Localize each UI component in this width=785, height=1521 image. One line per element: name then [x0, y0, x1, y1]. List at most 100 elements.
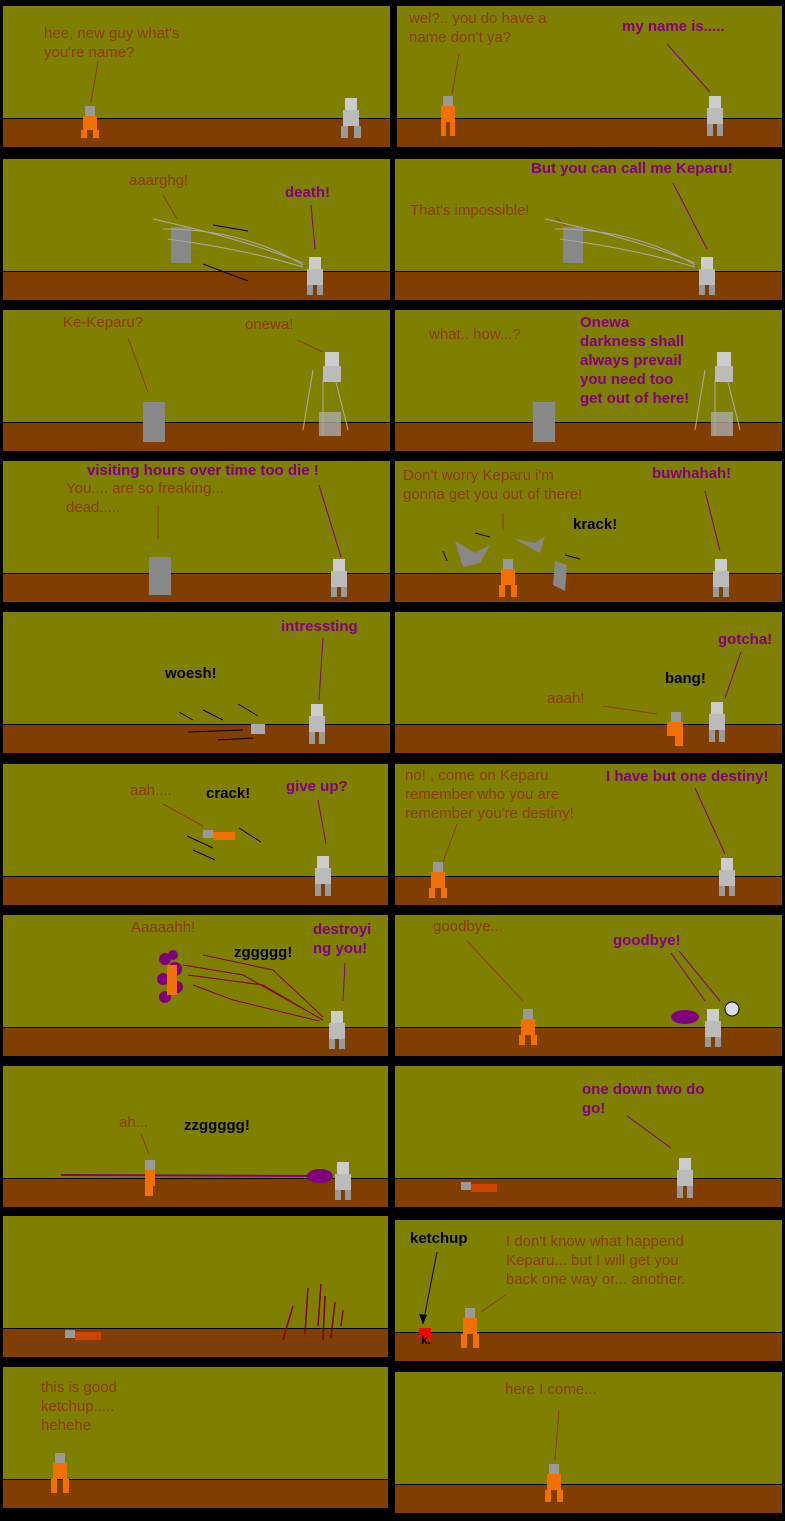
ground	[3, 1027, 388, 1056]
speech-text: visiting hours over time too die !	[87, 462, 319, 479]
orange-character	[667, 712, 683, 746]
speech-text: aaarghg!	[129, 172, 189, 189]
comic-panel-1: hee, new guy what's you're name?	[3, 6, 390, 147]
panel-art	[602, 651, 742, 746]
speech-text: goodbye!	[613, 932, 681, 949]
orange-character	[545, 1464, 563, 1502]
speech-text: aaah!	[547, 690, 585, 707]
panel-art	[127, 337, 349, 442]
speech-text: Ke-Keparu?	[63, 314, 144, 331]
comic-panel-19: this is good ketchup..... hehehe	[3, 1367, 388, 1508]
ground	[395, 1332, 782, 1361]
speech-text: You.... are so freaking... dead.....	[66, 480, 224, 516]
panel-art	[466, 940, 740, 1047]
panel-art: k.	[419, 1251, 508, 1348]
comic-panel-14: goodbye... goodbye!	[395, 915, 782, 1056]
speech-text: here I come...	[505, 1381, 597, 1398]
sound-effect: krack!	[573, 516, 618, 533]
orange-character	[65, 1330, 101, 1340]
orange-character	[441, 96, 455, 136]
gray-character	[713, 559, 729, 597]
tombstone	[143, 402, 165, 442]
panel-art	[157, 950, 346, 1049]
orange-character	[461, 1308, 479, 1348]
purple-blast	[671, 1010, 699, 1024]
tombstone	[171, 227, 191, 263]
comic-panel-20: here I come...	[395, 1372, 782, 1513]
sound-effect: woesh!	[165, 665, 217, 682]
panel-art	[152, 194, 323, 295]
gray-character	[335, 1162, 351, 1200]
panel-art	[442, 490, 729, 597]
speech-text: my name is.....	[622, 18, 725, 35]
gray-character	[705, 1009, 721, 1047]
comic-panel-13: Aaaaahh! zggggg! destroyi ng you!	[3, 915, 388, 1056]
speech-text: intressting	[281, 618, 358, 635]
sound-effect: zggggg!	[234, 944, 293, 961]
speech-text: Don't worry Keparu i'm gonna get you out…	[403, 467, 583, 503]
comic-panel-4: But you can call me Keparu! That's impos…	[395, 159, 782, 300]
speech-text: gotcha!	[718, 631, 773, 648]
panel-art	[65, 1283, 344, 1341]
panel-art	[441, 43, 723, 136]
orange-character	[145, 1160, 155, 1196]
sound-effect: k.	[421, 1333, 431, 1347]
orange-character	[203, 830, 235, 840]
red-streaks	[282, 1283, 344, 1341]
comic-panel-2: wel?.. you do have a name don't ya? my n…	[397, 6, 782, 147]
gray-character	[307, 257, 323, 295]
gray-character	[319, 412, 341, 436]
orange-character	[167, 965, 177, 995]
comic-panel-12: no! , come on Keparu remember who you ar…	[395, 764, 782, 905]
comic-panel-7: visiting hours over time too die ! You..…	[3, 461, 390, 602]
speech-text: wel?.. you do have a name don't ya?	[409, 10, 547, 46]
ketchup-splat	[419, 1328, 431, 1340]
gray-character	[719, 858, 735, 896]
speech-text: I have but one destiny!	[606, 768, 769, 785]
ground	[3, 1178, 388, 1207]
comic-panel-17	[3, 1216, 388, 1357]
stone-debris	[553, 561, 567, 591]
speech-text: destroyi ng you!	[313, 921, 372, 957]
panel-art	[533, 352, 741, 442]
gray-character	[331, 559, 347, 597]
sound-effect: crack!	[206, 785, 251, 802]
tombstone	[563, 227, 583, 263]
panel-art	[544, 182, 715, 295]
speech-text: aah....	[130, 782, 172, 799]
orange-character	[519, 1009, 537, 1045]
speech-text: ah...	[119, 1114, 149, 1131]
panel-art	[162, 799, 331, 896]
speech-text: no! , come on Keparu remember who you ar…	[405, 767, 574, 822]
gray-character	[709, 702, 725, 742]
speech-text: goodbye...	[433, 918, 504, 935]
speech-text: hee, new guy what's you're name?	[44, 25, 180, 61]
ground	[395, 271, 782, 300]
panel-art	[178, 637, 325, 744]
sound-effect: ketchup	[410, 1230, 468, 1247]
tombstone	[533, 402, 555, 442]
ground	[3, 573, 390, 602]
speech-text: That's impossible!	[410, 202, 530, 219]
ground	[395, 1484, 782, 1513]
gray-character	[315, 856, 331, 896]
panel-art	[81, 60, 361, 138]
ground	[395, 422, 782, 451]
comic-panel-11: aah.... crack! give up?	[3, 764, 388, 905]
gray-character	[707, 96, 723, 136]
panel-art	[149, 484, 347, 597]
stone-debris	[455, 541, 490, 567]
orange-character	[499, 559, 517, 597]
orange-character	[81, 106, 99, 138]
sound-effect: bang!	[665, 670, 706, 687]
comic-panel-16: one down two do go!	[395, 1066, 782, 1207]
ground	[395, 876, 782, 905]
ground	[3, 271, 390, 300]
gray-character	[699, 257, 715, 295]
ground	[3, 724, 390, 753]
speech-text: I don't know what happend Keparu... but …	[506, 1233, 686, 1288]
speech-text: this is good ketchup..... hehehe	[41, 1379, 117, 1434]
stone-debris	[515, 536, 545, 553]
panel-art	[51, 1453, 69, 1493]
gray-character	[309, 704, 325, 744]
